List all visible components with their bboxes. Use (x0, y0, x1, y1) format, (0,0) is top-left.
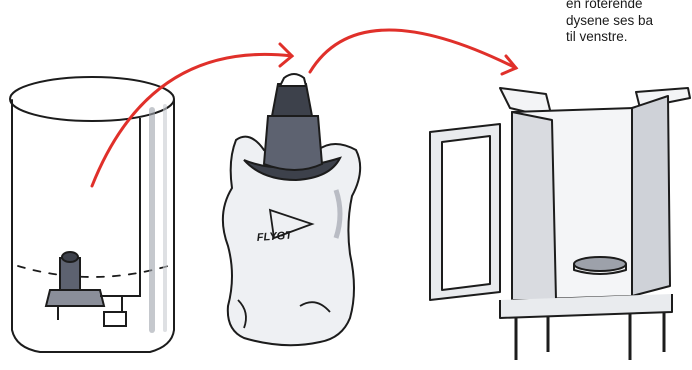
caption-line-2: dysene ses ba (566, 12, 654, 28)
caption-line-1: en roterende (566, 0, 643, 11)
tank (9, 76, 175, 353)
washing-cabinet (429, 87, 691, 360)
bag-label: FLYGT (256, 229, 293, 244)
bagged-pump (221, 73, 362, 347)
caption-line-3: til venstre. (566, 29, 628, 44)
arrow-tank-to-bag (90, 42, 295, 188)
pump-in-tank-icon (44, 118, 141, 327)
caption-text: en roterende dysene ses ba til venstre. (566, 0, 692, 46)
arrow-bag-to-cabinet (308, 28, 519, 76)
